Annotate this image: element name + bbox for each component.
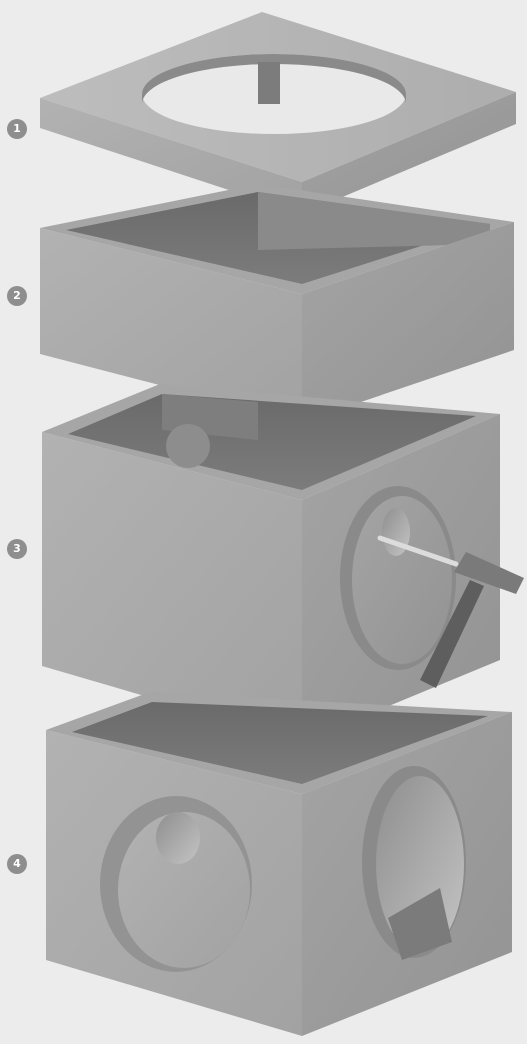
ring-edge-visible-through-opening (258, 62, 280, 104)
part-number-badge: 2 (7, 286, 27, 306)
part-number-badge: 1 (7, 119, 27, 139)
base-front-knockout-center (156, 812, 200, 864)
shaft-section (42, 384, 524, 742)
shaft-inner-opening (166, 424, 210, 468)
ring-section (40, 184, 514, 422)
ring-section-inner-wall (258, 192, 490, 250)
cover-slab (40, 12, 516, 214)
base-section (46, 692, 512, 1036)
part-number-badge: 3 (7, 539, 27, 559)
part-number-badge: 4 (7, 854, 27, 874)
